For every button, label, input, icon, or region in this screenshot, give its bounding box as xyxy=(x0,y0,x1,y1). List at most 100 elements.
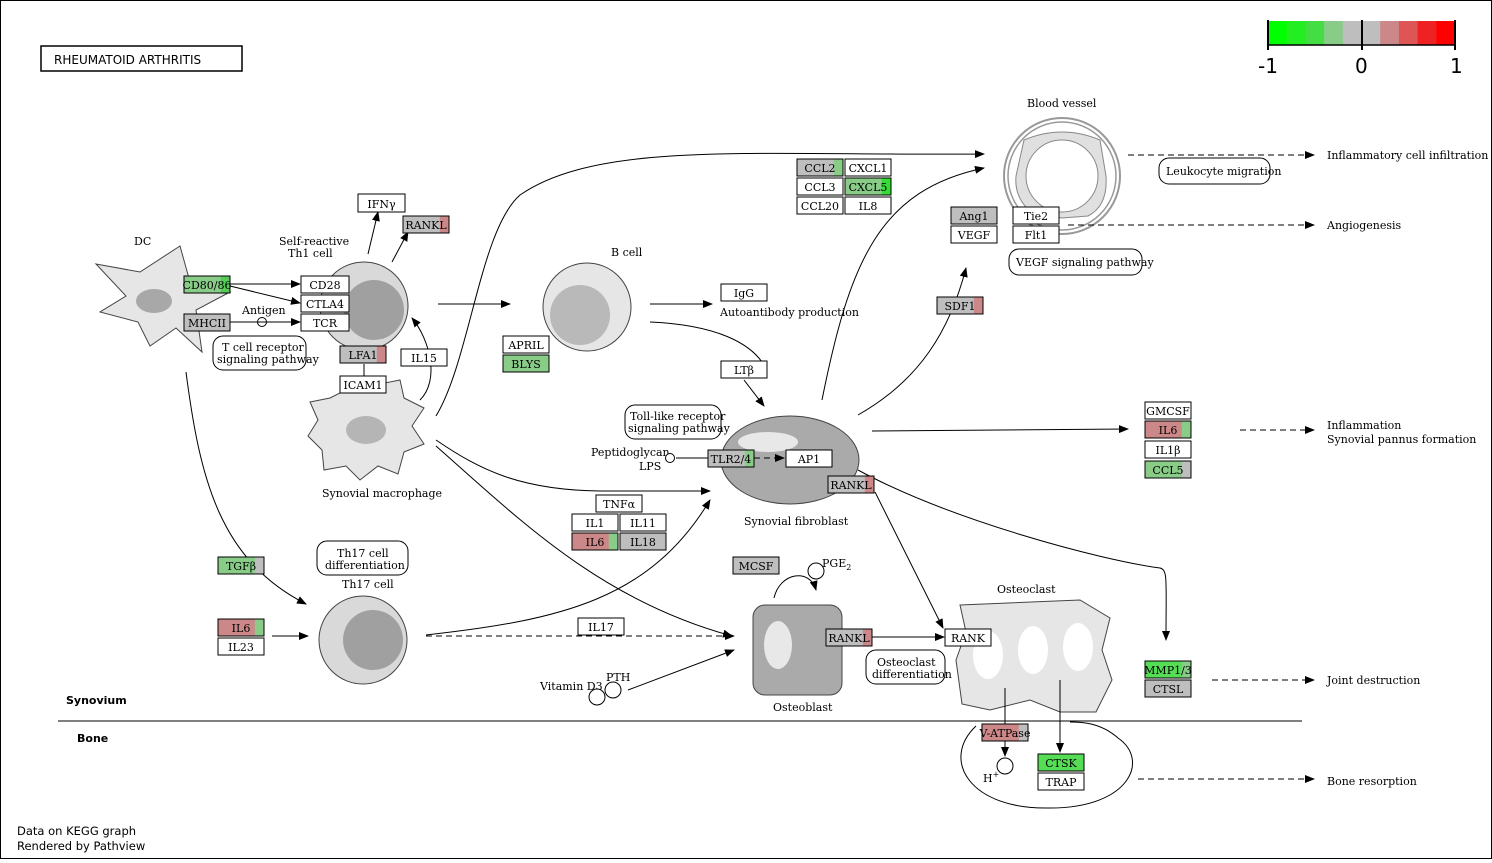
gene-label: GMCSF xyxy=(1146,405,1190,418)
gene-rankl_ob[interactable]: RANKL xyxy=(825,628,873,647)
gene-blys[interactable]: BLYS xyxy=(502,354,550,373)
gene-vatpase[interactable]: V-ATPase xyxy=(979,723,1031,742)
legend-color-cell xyxy=(1436,21,1456,45)
gene-box xyxy=(825,628,873,647)
tcr-pathway-link[interactable]: T cell receptor signaling pathway xyxy=(212,335,320,371)
synovial-macrophage-cell xyxy=(307,375,425,481)
gene-tie2[interactable]: Tie2 xyxy=(1012,206,1060,225)
antigen-label: Antigen xyxy=(241,304,286,317)
gene-tgfb[interactable]: TGFβ xyxy=(217,556,265,575)
gene-flt1[interactable]: Flt1 xyxy=(1012,225,1060,244)
gene-il8[interactable]: IL8 xyxy=(844,196,892,215)
osteoblast-label: Osteoblast xyxy=(773,701,833,714)
gene-igg[interactable]: IgG xyxy=(720,283,768,302)
bone-label: Bone xyxy=(77,732,108,745)
gene-box xyxy=(844,158,892,177)
pth-label: PTH xyxy=(606,671,630,684)
gene-tnfa[interactable]: TNFα xyxy=(595,494,643,513)
gene-rank[interactable]: RANK xyxy=(944,628,992,647)
gene-ccl2[interactable]: CCL2 xyxy=(796,158,844,177)
gene-il23[interactable]: IL23 xyxy=(217,637,265,656)
gene-il6_mac[interactable]: IL6 xyxy=(571,532,619,551)
gene-accent xyxy=(833,159,843,176)
gene-sdf1[interactable]: SDF1 xyxy=(936,296,984,315)
gene-il1b[interactable]: IL1β xyxy=(1144,440,1192,459)
gene-il18[interactable]: IL18 xyxy=(619,532,667,551)
gene-ctsk[interactable]: CTSK xyxy=(1037,753,1085,772)
color-legend: -1 0 1 xyxy=(1258,20,1463,78)
gene-rankl_th1[interactable]: RANKL xyxy=(402,215,450,234)
gene-box xyxy=(1144,660,1192,679)
gene-trap[interactable]: TRAP xyxy=(1037,772,1085,791)
leukocyte-migration-link[interactable]: Leukocyte migration xyxy=(1158,157,1281,185)
gene-box xyxy=(339,375,387,394)
gene-box xyxy=(1144,440,1192,459)
gene-il6_fib[interactable]: IL6 xyxy=(1144,420,1192,439)
tlr-pathway-line2: signaling pathway xyxy=(628,422,731,435)
gene-ap1[interactable]: AP1 xyxy=(785,449,833,468)
gene-ang1[interactable]: Ang1 xyxy=(950,206,998,225)
legend-color-bar xyxy=(1268,21,1456,45)
gene-ltb[interactable]: LTβ xyxy=(720,360,768,379)
gene-box xyxy=(827,475,875,494)
gene-box xyxy=(1144,679,1192,698)
gene-cd28[interactable]: CD28 xyxy=(300,275,350,294)
osteoclast-differentiation-link[interactable]: Osteoclast differentiation xyxy=(865,649,952,685)
gene-april[interactable]: APRIL xyxy=(502,335,550,354)
title-box xyxy=(40,45,243,72)
gene-accent xyxy=(254,557,264,574)
gene-label: CTSK xyxy=(1045,757,1077,770)
vegf-pathway-label: VEGF signaling pathway xyxy=(1015,256,1154,269)
gene-cd80[interactable]: CD80/86 xyxy=(183,275,232,294)
gene-label: V-ATPase xyxy=(979,727,1031,740)
gene-label: IL11 xyxy=(630,517,656,530)
gene-tcr[interactable]: TCR xyxy=(300,313,350,332)
gene-cxcl5[interactable]: CXCL5 xyxy=(844,177,892,196)
hplus-label: H+ xyxy=(983,770,999,785)
th17-differentiation-link[interactable]: Th17 cell differentiation xyxy=(316,540,409,576)
gene-ctsl[interactable]: CTSL xyxy=(1144,679,1192,698)
gene-box xyxy=(300,275,350,294)
gene-il17[interactable]: IL17 xyxy=(577,617,625,636)
gene-ccl3[interactable]: CCL3 xyxy=(796,177,844,196)
gene-rankl_fib[interactable]: RANKL xyxy=(827,475,875,494)
tcr-pathway-line2: signaling pathway xyxy=(217,353,320,366)
gene-cxcl1[interactable]: CXCL1 xyxy=(844,158,892,177)
vegf-pathway-link[interactable]: VEGF signaling pathway xyxy=(1008,248,1154,276)
gene-mmp13[interactable]: MMP1/3 xyxy=(1144,660,1192,679)
gene-label: LFA1 xyxy=(349,349,378,362)
gene-box xyxy=(595,494,643,513)
gene-ctla4[interactable]: CTLA4 xyxy=(300,294,350,313)
gene-lfa1[interactable]: LFA1 xyxy=(339,345,387,364)
gene-ccl5[interactable]: CCL5 xyxy=(1144,460,1192,479)
gene-accent xyxy=(1181,421,1191,438)
gene-box xyxy=(785,449,833,468)
gene-label: CCL3 xyxy=(804,181,835,194)
gene-label: BLYS xyxy=(511,358,540,371)
gene-label: TNFα xyxy=(603,498,636,511)
gene-box xyxy=(981,723,1029,742)
gene-il11[interactable]: IL11 xyxy=(619,513,667,532)
gene-vegf[interactable]: VEGF xyxy=(950,225,998,244)
gene-ccl20[interactable]: CCL20 xyxy=(796,196,844,215)
gene-ifny[interactable]: IFNγ xyxy=(357,193,406,213)
gene-gmcsf[interactable]: GMCSF xyxy=(1144,401,1192,420)
gene-box xyxy=(502,335,550,354)
gene-label: IL6 xyxy=(232,622,251,635)
blood-vessel xyxy=(1003,117,1121,235)
gene-il1[interactable]: IL1 xyxy=(571,513,619,532)
legend-mid-label: 0 xyxy=(1355,54,1368,78)
legend-min-label: -1 xyxy=(1258,54,1278,78)
gene-icam1[interactable]: ICAM1 xyxy=(339,375,387,394)
gene-box xyxy=(1144,401,1192,420)
gene-tlr24[interactable]: TLR2/4 xyxy=(707,449,755,468)
tlr-pathway-link[interactable]: Toll-like receptor signaling pathway xyxy=(624,404,731,440)
gene-il6_th17[interactable]: IL6 xyxy=(217,618,265,637)
gene-label: APRIL xyxy=(507,339,544,352)
th1-label-line2: Th1 cell xyxy=(288,247,333,260)
legend-color-cell xyxy=(1342,21,1362,45)
gene-il15[interactable]: IL15 xyxy=(400,348,448,367)
gene-mcsf[interactable]: MCSF xyxy=(732,556,780,575)
gene-mhcii[interactable]: MHCII xyxy=(183,313,231,332)
peptidoglycan-node xyxy=(665,453,675,463)
